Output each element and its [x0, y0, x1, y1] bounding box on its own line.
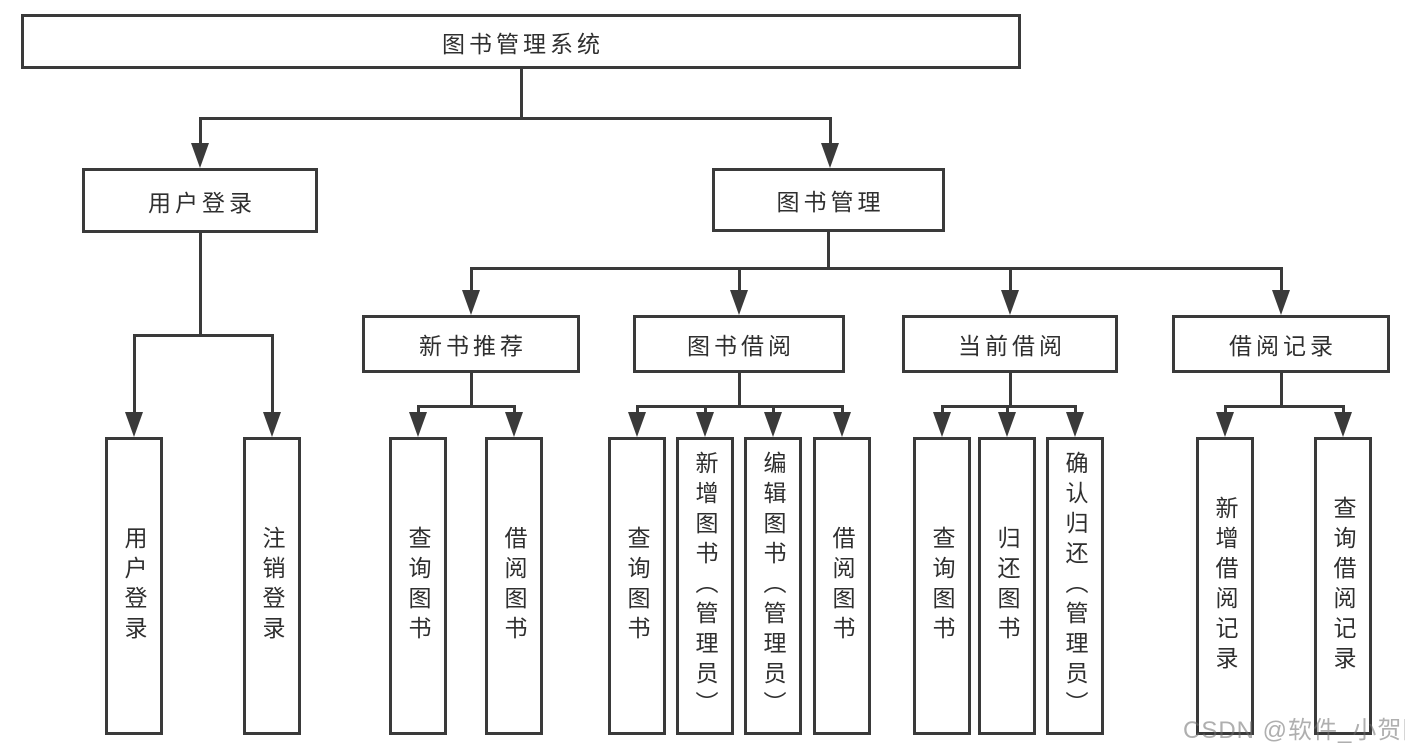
connector-current-stem3 — [1073, 406, 1077, 414]
node-borrow-record: 借阅记录 — [1172, 315, 1390, 373]
connector-bookmgmt-vline — [827, 232, 830, 269]
node-user-login: 用户登录 — [82, 168, 318, 233]
leaf-add-borrow-record: 新增借阅记录 — [1196, 437, 1254, 735]
arrow-down-icon — [933, 412, 951, 437]
connector-record-stem2 — [1341, 406, 1345, 414]
leaf-logout: 注销登录 — [243, 437, 301, 735]
node-root-system: 图书管理系统 — [21, 14, 1021, 69]
connector-root-hline — [198, 116, 832, 120]
leaf-query-book-recommend: 查询图书 — [389, 437, 447, 735]
arrow-down-icon — [764, 412, 782, 437]
connector-borrow-stem3 — [771, 406, 775, 414]
connector-current-stem1 — [940, 406, 944, 414]
connector-borrow-hline — [635, 404, 844, 408]
leaf-add-book-admin: 新增图书（管理员） — [676, 437, 734, 735]
arrow-down-icon — [821, 143, 839, 168]
connector-root-stem-left — [198, 118, 202, 146]
leaf-borrow-book: 借阅图书 — [813, 437, 871, 735]
node-book-management: 图书管理 — [712, 168, 945, 232]
leaf-query-borrow-record: 查询借阅记录 — [1314, 437, 1372, 735]
arrow-down-icon — [1334, 412, 1352, 437]
leaf-query-book-current: 查询图书 — [913, 437, 971, 735]
arrow-down-icon — [833, 412, 851, 437]
arrow-down-icon — [462, 290, 480, 315]
connector-userlogin-vline — [198, 233, 202, 335]
arrow-down-icon — [1001, 290, 1019, 315]
leaf-borrow-book-recommend: 借阅图书 — [485, 437, 543, 735]
arrow-down-icon — [1216, 412, 1234, 437]
connector-userlogin-hline — [132, 333, 274, 337]
arrow-down-icon — [696, 412, 714, 437]
connector-current-vline — [1008, 373, 1012, 406]
arrow-down-icon — [998, 412, 1016, 437]
arrow-down-icon — [505, 412, 523, 437]
connector-record-vline — [1279, 373, 1283, 406]
node-new-book-recommend: 新书推荐 — [362, 315, 580, 373]
connector-record-hline — [1223, 404, 1345, 408]
node-book-borrow: 图书借阅 — [633, 315, 845, 373]
leaf-return-book: 归还图书 — [978, 437, 1036, 735]
connector-bookmgmt-stem4 — [1279, 268, 1283, 292]
connector-newbook-hline — [416, 404, 516, 408]
connector-bookmgmt-stem1 — [469, 268, 473, 292]
connector-bookmgmt-stem2 — [737, 268, 741, 292]
arrow-down-icon — [263, 412, 281, 437]
connector-record-stem1 — [1223, 406, 1227, 414]
csdn-watermark: CSDN @软件_小贺同学 — [1183, 717, 1405, 744]
connector-root-vline — [519, 69, 523, 118]
connector-bookmgmt-stem3 — [1008, 268, 1012, 292]
arrow-down-icon — [1272, 290, 1290, 315]
node-current-borrow: 当前借阅 — [902, 315, 1118, 373]
connector-root-stem-right — [828, 118, 832, 146]
arrow-down-icon — [191, 143, 209, 168]
arrow-down-icon — [1066, 412, 1084, 437]
leaf-user-login: 用户登录 — [105, 437, 163, 735]
connector-bookmgmt-hline — [469, 267, 1283, 270]
connector-userlogin-stem1 — [132, 335, 136, 414]
connector-borrow-stem1 — [635, 406, 639, 414]
connector-borrow-stem2 — [703, 406, 707, 414]
connector-newbook-stem1 — [416, 406, 420, 414]
leaf-query-book-borrow: 查询图书 — [608, 437, 666, 735]
connector-borrow-stem4 — [840, 406, 844, 414]
arrow-down-icon — [730, 290, 748, 315]
connector-current-hline — [940, 404, 1077, 408]
connector-newbook-stem2 — [512, 406, 516, 414]
connector-current-stem2 — [1005, 406, 1009, 414]
arrow-down-icon — [628, 412, 646, 437]
leaf-confirm-return-admin: 确认归还（管理员） — [1046, 437, 1104, 735]
arrow-down-icon — [125, 412, 143, 437]
arrow-down-icon — [409, 412, 427, 437]
connector-userlogin-stem2 — [270, 335, 274, 414]
connector-newbook-vline — [469, 373, 473, 406]
leaf-edit-book-admin: 编辑图书（管理员） — [744, 437, 802, 735]
connector-borrow-vline — [737, 373, 741, 406]
